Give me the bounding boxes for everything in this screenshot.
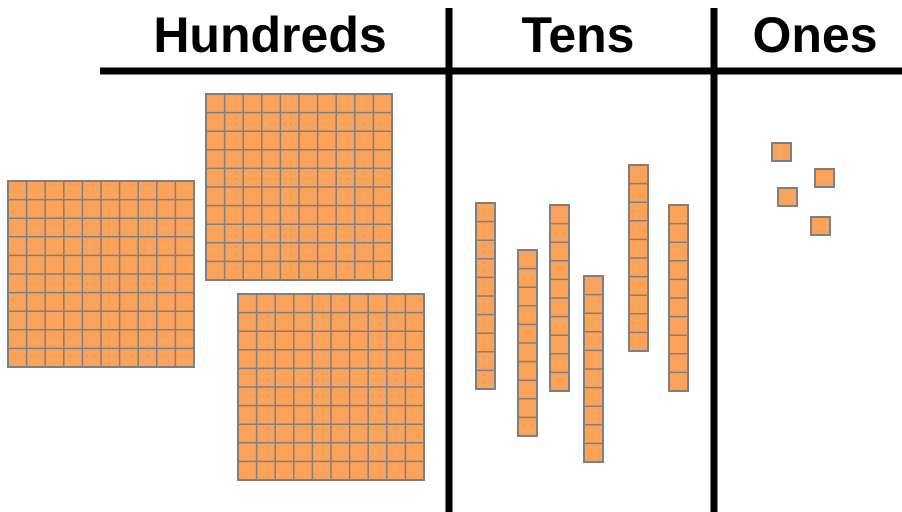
hundreds-heading: Hundreds — [153, 7, 386, 63]
ones-heading: Ones — [752, 7, 877, 63]
ten-rod — [584, 276, 603, 462]
one-unit — [811, 217, 830, 235]
hundreds-blocks — [8, 94, 424, 480]
ten-rod — [518, 250, 537, 436]
ten-rod — [629, 165, 648, 351]
ten-rod — [550, 205, 569, 391]
one-unit — [772, 143, 791, 161]
tens-heading: Tens — [522, 7, 635, 63]
ones-units — [772, 143, 834, 235]
one-unit — [815, 169, 834, 187]
ten-rod — [476, 203, 495, 389]
hundred-flat — [8, 181, 194, 367]
tens-rods — [476, 165, 688, 462]
hundred-flat — [206, 94, 392, 280]
one-unit — [778, 188, 797, 206]
ten-rod — [669, 205, 688, 391]
hundred-flat — [238, 294, 424, 480]
